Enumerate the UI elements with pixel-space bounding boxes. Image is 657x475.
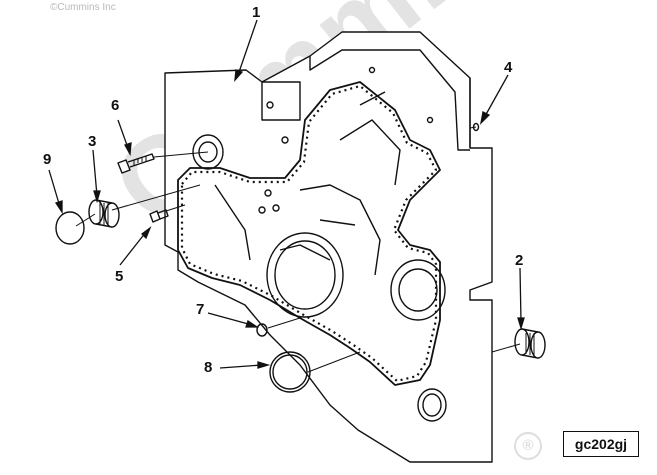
copyright-text: ©Cummins Inc bbox=[50, 2, 116, 13]
callout-5: 5 bbox=[115, 268, 124, 285]
bearing-right bbox=[514, 328, 546, 359]
capscrew bbox=[117, 153, 155, 174]
callout-8: 8 bbox=[204, 359, 213, 376]
o-ring-large bbox=[269, 351, 311, 393]
callout-9: 9 bbox=[43, 151, 52, 168]
registered-mark: ® bbox=[514, 432, 542, 460]
callout-3: 3 bbox=[88, 133, 97, 150]
fitting bbox=[149, 209, 169, 223]
bearing-left bbox=[88, 199, 120, 228]
callout-7: 7 bbox=[196, 301, 205, 318]
gear-housing-outline bbox=[164, 31, 493, 463]
callout-2: 2 bbox=[515, 252, 524, 269]
o-ring-left bbox=[55, 211, 85, 245]
callout-4: 4 bbox=[504, 59, 513, 76]
washer bbox=[256, 323, 268, 337]
callout-6: 6 bbox=[111, 97, 120, 114]
figure-id-label: gc202gj bbox=[563, 431, 639, 457]
callout-1: 1 bbox=[252, 4, 261, 21]
